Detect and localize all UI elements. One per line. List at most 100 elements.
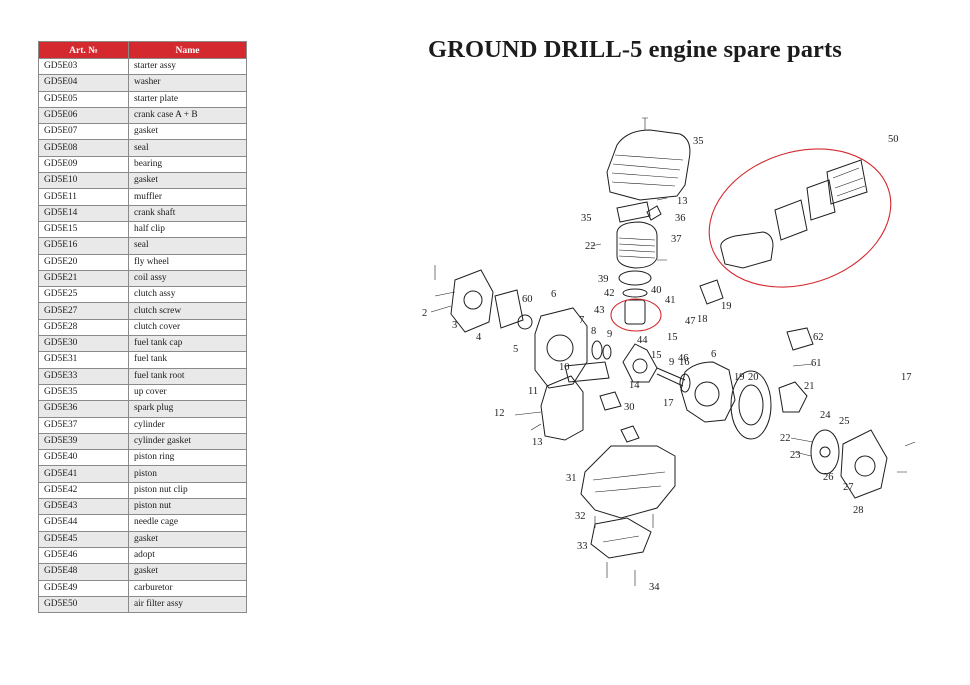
part-name-cell: air filter assy <box>128 595 247 614</box>
part-name-cell: piston nut <box>128 498 247 516</box>
callout-number: 31 <box>566 473 577 484</box>
flywheel-shape <box>730 370 772 440</box>
part-name-cell: piston <box>128 465 247 483</box>
part-name-cell: adopt <box>128 546 247 565</box>
part-name-cell: fuel tank <box>128 351 247 369</box>
art-number-cell: GD5E14 <box>38 204 129 222</box>
part-name-cell: piston ring <box>128 449 247 467</box>
callout-number: 33 <box>577 541 588 552</box>
art-number-cell: GD5E03 <box>38 57 129 76</box>
art-number-cell: GD5E41 <box>38 465 129 483</box>
callout-number: 40 <box>651 285 662 296</box>
part-name-cell: muffler <box>128 188 247 206</box>
callout-number: 22 <box>780 433 791 444</box>
callout-number: 34 <box>649 582 660 593</box>
art-number-cell: GD5E40 <box>38 449 129 467</box>
part-name-cell: gasket <box>128 563 247 581</box>
part-name-cell: seal <box>128 237 247 255</box>
air-filter-highlight <box>708 148 892 288</box>
art-number-cell: GD5E04 <box>38 74 129 92</box>
crankcase-left-shape <box>534 307 588 389</box>
callout-number: 26 <box>823 472 834 483</box>
callout-number: 20 <box>748 372 759 383</box>
art-number-cell: GD5E25 <box>38 286 129 304</box>
callout-number: 41 <box>665 295 676 306</box>
callout-number: 11 <box>528 386 538 397</box>
callout-number: 32 <box>575 511 586 522</box>
callout-number: 44 <box>637 335 648 346</box>
art-number-cell: GD5E16 <box>38 237 129 255</box>
part-name-cell: clutch screw <box>128 302 247 320</box>
part-name-cell: fuel tank cap <box>128 335 247 353</box>
part-name-cell: seal <box>128 139 247 157</box>
diagram-drawing <box>430 117 916 586</box>
column-header-name: Name <box>128 41 247 59</box>
callout-number: 46 <box>678 353 689 364</box>
part-name-cell: gasket <box>128 172 247 190</box>
callout-number: 8 <box>591 326 596 337</box>
callout-number: 6 <box>711 349 716 360</box>
callout-number: 21 <box>804 381 815 392</box>
part-name-cell: gasket <box>128 530 247 548</box>
callout-number: 15 <box>667 332 678 343</box>
art-number-cell: GD5E20 <box>38 253 129 271</box>
art-number-cell: GD5E08 <box>38 139 129 157</box>
callout-number: 25 <box>839 416 850 427</box>
callout-number: 19 <box>734 372 745 383</box>
art-number-cell: GD5E49 <box>38 579 129 597</box>
part-name-cell: washer <box>128 74 247 92</box>
part-name-cell: cylinder <box>128 416 247 434</box>
callout-number: 22 <box>585 241 596 252</box>
art-number-cell: GD5E35 <box>38 383 129 402</box>
callout-number: 2 <box>422 308 427 319</box>
muffler-shape <box>540 375 584 441</box>
part-name-cell: piston nut clip <box>128 481 247 500</box>
callout-number: 62 <box>813 332 824 343</box>
callout-number: 39 <box>598 274 609 285</box>
art-number-cell: GD5E05 <box>38 90 129 108</box>
callout-number: 28 <box>853 505 864 516</box>
up-cover-shape <box>606 129 691 201</box>
art-number-cell: GD5E36 <box>38 400 129 418</box>
part-name-cell: clutch cover <box>128 318 247 337</box>
art-number-cell: GD5E21 <box>38 269 129 288</box>
callout-number: 9 <box>669 357 674 368</box>
table-header-row: Art. № Name <box>38 41 247 59</box>
callout-number: 15 <box>651 350 662 361</box>
art-number-cell: GD5E37 <box>38 416 129 434</box>
callout-number: 42 <box>604 288 615 299</box>
callout-number: 35 <box>581 213 592 224</box>
callout-number: 60 <box>522 294 533 305</box>
callout-number: 17 <box>663 398 674 409</box>
callout-number: 6 <box>551 289 556 300</box>
art-number-cell: GD5E42 <box>38 481 129 500</box>
part-name-cell: crank shaft <box>128 204 247 222</box>
part-name-cell: clutch assy <box>128 286 247 304</box>
